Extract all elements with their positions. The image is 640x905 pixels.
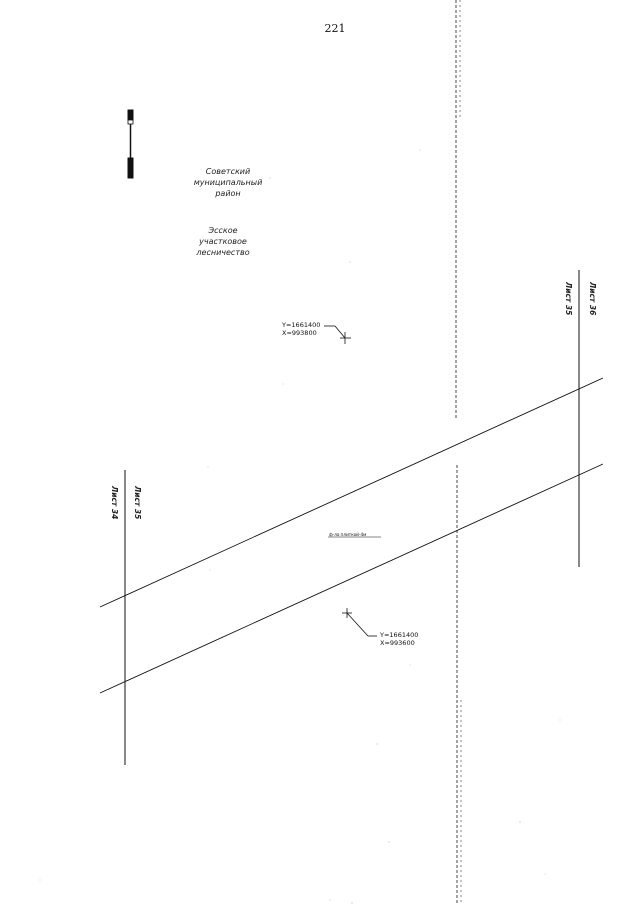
north-arrow-icon bbox=[127, 109, 134, 179]
forestry-label: Эсское участковое лесничество bbox=[183, 225, 263, 258]
coordinate-upper-x: X=993800 bbox=[282, 329, 317, 337]
forestry-label-line-2: участковое bbox=[199, 237, 247, 246]
district-label-line-1: Советский bbox=[205, 167, 251, 176]
road-edge-lower bbox=[99, 463, 604, 694]
sheet-label-right-35: Лист 35 bbox=[564, 282, 573, 316]
forestry-label-line-1: Эсское bbox=[208, 226, 238, 235]
forestry-label-line-3: лесничество bbox=[196, 248, 250, 257]
district-label-line-2: муниципальный bbox=[193, 178, 263, 187]
coordinate-upper-y: Y=1661400 bbox=[282, 321, 321, 329]
page-number: 221 bbox=[324, 22, 346, 35]
district-label: Советский муниципальный район bbox=[188, 166, 268, 199]
road-clearing bbox=[99, 377, 604, 694]
sheet-label-right-36: Лист 36 bbox=[588, 282, 597, 316]
road-label-smudge bbox=[328, 536, 381, 538]
sheet-label-left-35: Лист 35 bbox=[133, 486, 142, 520]
coordinate-label-lower: Y=1661400 X=993600 bbox=[380, 631, 418, 647]
road-label: ф-ла плиткой-4м bbox=[329, 533, 367, 538]
coordinate-marker-lower bbox=[342, 608, 377, 637]
coordinate-label-upper: Y=1661400 X=993800 bbox=[282, 321, 320, 337]
coordinate-marker-upper bbox=[324, 325, 351, 344]
road-edge-upper bbox=[99, 377, 604, 608]
coordinate-lower-y: Y=1661400 bbox=[380, 631, 419, 639]
scan-specks bbox=[39, 149, 561, 904]
coordinate-lower-x: X=993600 bbox=[380, 639, 415, 647]
sheet-label-left-34: Лист 34 bbox=[110, 486, 119, 520]
sheet-boundary bbox=[455, 0, 462, 905]
district-label-line-3: район bbox=[215, 189, 241, 198]
